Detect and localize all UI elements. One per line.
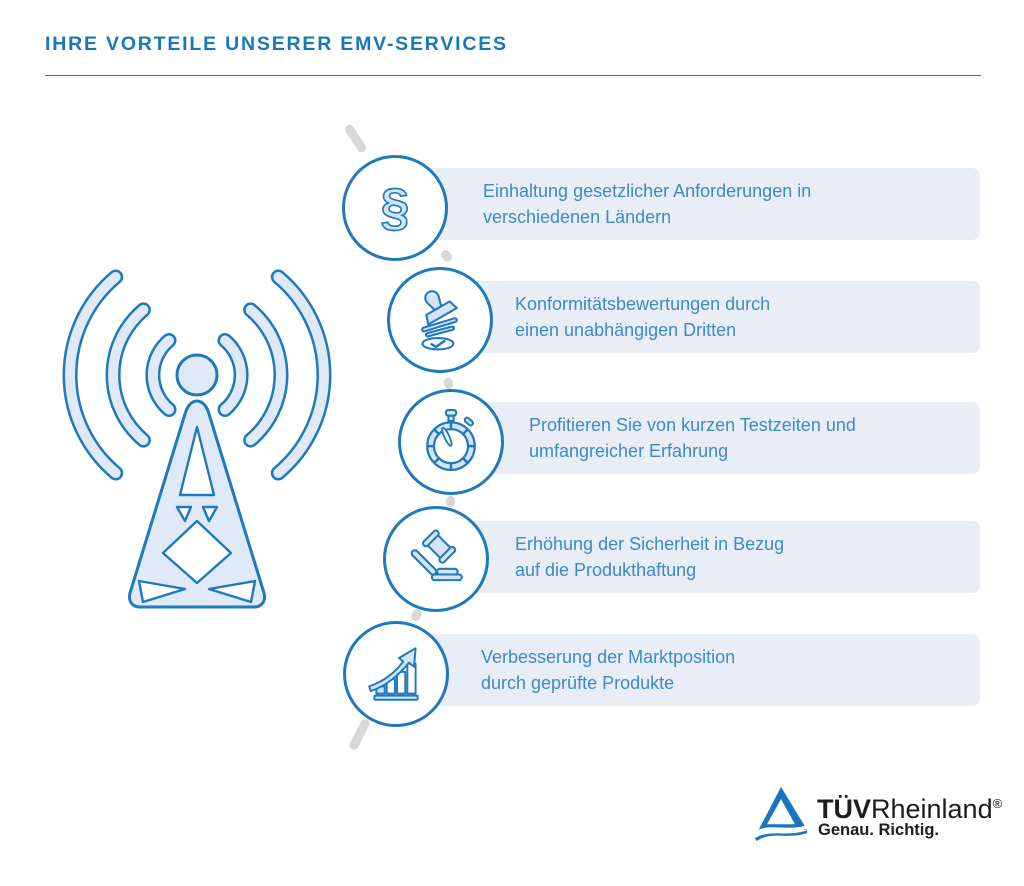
tuv-rheinland-logo: TÜVRheinland® Genau. Richtig. <box>753 782 1002 844</box>
benefit-text: Profitieren Sie von kurzen Testzeiten un… <box>529 415 856 461</box>
logo-brand-text: TÜVRheinland® <box>817 790 1002 823</box>
page-title: IHRE VORTEILE UNSERER EMV-SERVICES <box>45 33 508 55</box>
benefit-row: Erhöhung der Sicherheit in Bezug auf die… <box>415 521 980 593</box>
registered-mark: ® <box>992 796 1003 811</box>
svg-text:§: § <box>381 178 410 236</box>
benefit-circle: § <box>342 155 448 261</box>
connector-dash <box>439 248 454 264</box>
benefit-text: Einhaltung gesetzlicher Anforderungen in… <box>483 181 812 227</box>
connector-dash <box>347 717 372 752</box>
stopwatch-icon <box>426 409 476 471</box>
connector-dash <box>442 377 455 390</box>
gavel-icon <box>410 529 463 582</box>
logo-tagline: Genau. Richtig. <box>818 821 940 839</box>
benefit-row: Konformitätsbewertungen durch einen unab… <box>415 281 980 353</box>
paragraph-icon: § <box>380 177 410 237</box>
benefit-circle <box>398 389 504 495</box>
stamp-icon <box>421 290 458 351</box>
title-underline <box>45 75 981 76</box>
logo-rheinland: Rheinland <box>871 794 993 824</box>
radio-tower-icon <box>35 255 335 630</box>
benefit-circle <box>383 506 489 612</box>
logo-tuv: TÜV <box>817 794 871 824</box>
benefit-row: Einhaltung gesetzlicher Anforderungen in… <box>415 168 980 240</box>
benefit-circle <box>343 621 449 727</box>
benefit-row: Profitieren Sie von kurzen Testzeiten un… <box>415 402 980 474</box>
benefit-text: Erhöhung der Sicherheit in Bezug auf die… <box>515 534 785 580</box>
growth-chart-icon <box>368 647 419 701</box>
benefit-text: Verbesserung der Marktposition durch gep… <box>481 647 736 693</box>
benefit-circle <box>387 267 493 373</box>
benefit-row: Verbesserung der Marktposition durch gep… <box>415 634 980 706</box>
connector-dash <box>343 123 368 154</box>
tuv-triangle-icon <box>753 784 809 849</box>
benefit-text: Konformitätsbewertungen durch einen unab… <box>515 294 771 340</box>
connector-dash <box>445 495 456 508</box>
